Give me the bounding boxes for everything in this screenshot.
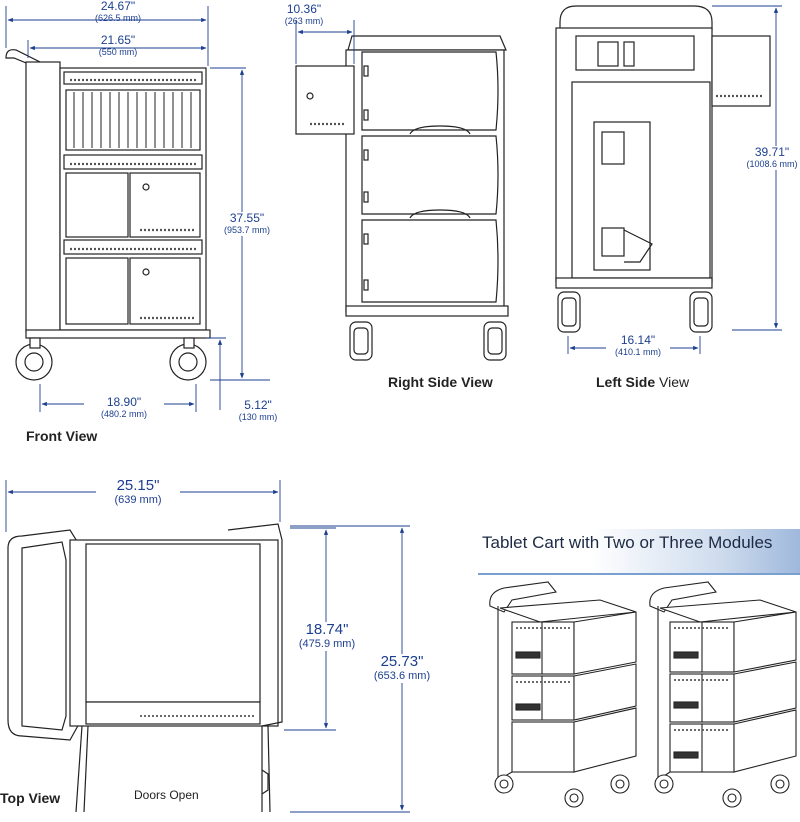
left-side-view-title-bold: Left Side — [596, 374, 656, 390]
right-side-dimension-lines — [295, 20, 355, 64]
left-total-height-mm: (1008.6 mm) — [746, 159, 798, 169]
left-side-view-drawing — [555, 5, 771, 333]
top-depth-closed-label: 18.74" (475.9 mm) — [292, 622, 362, 651]
right-side-view-drawing — [295, 35, 509, 361]
top-width-label: 25.15" (639 mm) — [96, 478, 180, 507]
two-module-cart-drawing — [489, 581, 637, 808]
front-total-width-label: 24.67" (626.5 mm) — [78, 0, 158, 24]
front-wheelbase-label: 18.90" (480.2 mm) — [84, 396, 164, 420]
front-view-title: Front View — [26, 428, 98, 444]
top-depth-closed-mm: (475.9 mm) — [298, 638, 356, 650]
front-clearance-label: 5.12" (130 mm) — [228, 399, 288, 423]
three-module-cart-drawing — [649, 581, 797, 808]
tablet-cart-banner: Tablet Cart with Two or Three Modules — [478, 529, 800, 575]
front-body-width-mm: (550 mm) — [98, 47, 138, 57]
front-height-mm: (953.7 mm) — [223, 225, 270, 235]
doors-open-caption: Doors Open — [134, 788, 199, 802]
left-wheelbase-in: 16.14" — [620, 333, 656, 347]
front-clearance-mm: (130 mm) — [238, 412, 278, 422]
top-view-title: Top View — [0, 790, 61, 806]
left-side-view-title: Left Side View — [596, 374, 689, 390]
front-body-width-in: 21.65" — [100, 33, 136, 47]
front-height-label: 37.55" (953.7 mm) — [212, 212, 282, 236]
left-total-height-label: 39.71" (1008.6 mm) — [744, 146, 800, 170]
front-wheelbase-in: 18.90" — [106, 395, 142, 409]
shelf-depth-mm: (263 mm) — [284, 16, 324, 26]
front-body-width-label: 21.65" (550 mm) — [78, 34, 158, 58]
left-wheelbase-label: 16.14" (410.1 mm) — [606, 334, 670, 358]
left-wheelbase-mm: (410.1 mm) — [614, 347, 661, 357]
top-width-mm: (639 mm) — [114, 494, 162, 506]
banner-title: Tablet Cart with Two or Three Modules — [482, 533, 773, 552]
left-total-height-in: 39.71" — [754, 145, 790, 159]
left-side-view-title-light: View — [655, 374, 690, 390]
right-side-view-title: Right Side View — [388, 374, 493, 390]
shelf-depth-in: 10.36" — [286, 2, 322, 16]
top-depth-closed-in: 18.74" — [305, 621, 349, 638]
top-depth-total-in: 25.73" — [380, 653, 424, 670]
front-view-drawing — [5, 49, 211, 381]
shelf-depth-label: 10.36" (263 mm) — [276, 3, 332, 27]
tablet-slots — [73, 92, 192, 148]
top-width-in: 25.15" — [116, 477, 160, 494]
front-height-in: 37.55" — [229, 211, 265, 225]
front-wheelbase-mm: (480.2 mm) — [100, 409, 147, 419]
front-clearance-in: 5.12" — [244, 398, 272, 412]
front-total-width-mm: (626.5 mm) — [94, 13, 141, 23]
top-depth-total-mm: (653.6 mm) — [373, 670, 431, 682]
front-total-width-in: 24.67" — [100, 0, 136, 13]
top-view-drawing — [7, 523, 283, 813]
top-depth-total-label: 25.73" (653.6 mm) — [366, 654, 438, 683]
